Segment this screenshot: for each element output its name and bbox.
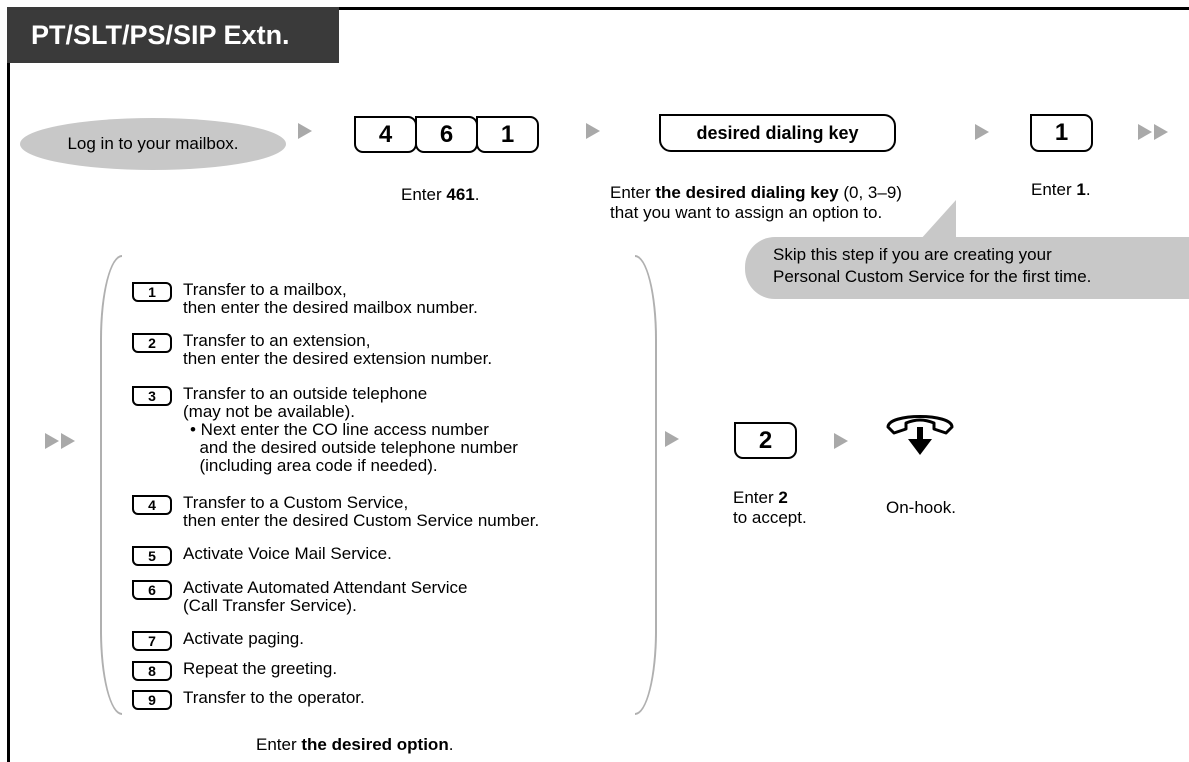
option-item: 4 Transfer to a Custom Service,then ente… <box>132 494 539 530</box>
desired-dialing-key: desired dialing key <box>659 114 896 152</box>
key-5: 5 <box>132 546 172 566</box>
option-item: 5 Activate Voice Mail Service. <box>132 545 392 566</box>
key-3: 3 <box>132 386 172 406</box>
step4-caption: Enter 2 to accept. <box>733 488 807 527</box>
frame-left-border <box>7 7 10 762</box>
option-item: 8 Repeat the greeting. <box>132 660 337 681</box>
step3-caption: Enter 1. <box>1031 180 1091 199</box>
note-bubble: Skip this step if you are creating your … <box>745 237 1189 299</box>
key-6: 6 <box>132 580 172 600</box>
option-item: 2 Transfer to an extension,then enter th… <box>132 332 492 368</box>
option-item: 3 Transfer to an outside telephone(may n… <box>132 385 518 475</box>
step5-caption: On-hook. <box>886 498 956 517</box>
key-sequence-461: 4 6 1 <box>354 116 539 153</box>
option-item: 9 Transfer to the operator. <box>132 689 365 710</box>
arrow-icon <box>298 123 312 139</box>
option-item: 7 Activate paging. <box>132 630 304 651</box>
step2-caption: Enter the desired dialing key (0, 3–9) t… <box>610 183 902 222</box>
key-4: 4 <box>132 495 172 515</box>
section-title: PT/SLT/PS/SIP Extn. <box>7 7 339 63</box>
key-2: 2 <box>734 422 797 459</box>
left-bracket <box>100 255 122 715</box>
note-bubble-tail <box>920 200 956 240</box>
key-9: 9 <box>132 690 172 710</box>
double-arrow-icon <box>1138 124 1168 140</box>
options-caption: Enter the desired option. <box>256 735 454 754</box>
frame-top-border <box>7 7 1189 10</box>
arrow-icon <box>834 433 848 449</box>
key-8: 8 <box>132 661 172 681</box>
arrow-icon <box>586 123 600 139</box>
key-1: 1 <box>1030 114 1093 152</box>
arrow-icon <box>665 431 679 447</box>
key-7: 7 <box>132 631 172 651</box>
login-step: Log in to your mailbox. <box>20 118 286 170</box>
step1-caption: Enter 461. <box>401 185 480 204</box>
key-6: 6 <box>415 116 478 153</box>
key-4: 4 <box>354 116 417 153</box>
key-1: 1 <box>132 282 172 302</box>
key-2: 2 <box>132 333 172 353</box>
arrow-icon <box>975 124 989 140</box>
option-item: 6 Activate Automated Attendant Service(C… <box>132 579 467 615</box>
double-arrow-icon <box>45 433 75 449</box>
option-item: 1 Transfer to a mailbox,then enter the d… <box>132 281 478 317</box>
handset-on-hook-icon <box>884 405 956 460</box>
right-bracket <box>635 255 657 715</box>
key-1: 1 <box>476 116 539 153</box>
